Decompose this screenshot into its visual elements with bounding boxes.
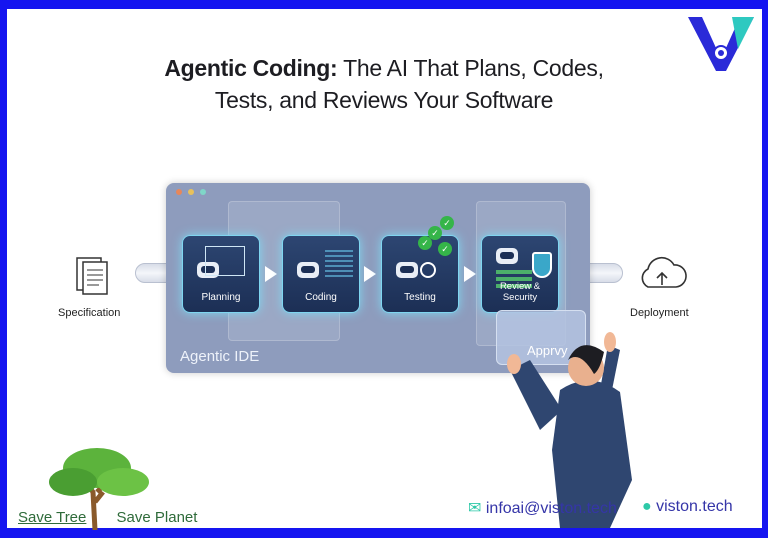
window-dot-yellow [188, 189, 194, 195]
check-icon: ✓ [428, 226, 442, 240]
stage-planning: Planning [182, 235, 260, 313]
save-tree-text: Save Tree [18, 509, 87, 526]
stage-label: Testing [404, 292, 436, 303]
arrow-icon [364, 266, 376, 282]
stage-coding: Coding [282, 235, 360, 313]
bricks-icon [496, 270, 532, 290]
window-dot-green [200, 189, 206, 195]
page-title: Agentic Coding: The AI That Plans, Codes… [0, 52, 768, 116]
document-icon [76, 257, 108, 295]
arrow-icon [265, 266, 277, 282]
title-line1: The AI That Plans, Codes, [337, 55, 604, 81]
check-icon: ✓ [438, 242, 452, 256]
check-icon: ✓ [418, 236, 432, 250]
approve-label: Apprvy [527, 343, 568, 358]
window-dot-red [176, 189, 182, 195]
arrow-icon [464, 266, 476, 282]
viston-logo [688, 17, 754, 71]
blueprint-grid [205, 246, 245, 276]
code-lines [325, 250, 353, 278]
robot-shield-icon [496, 248, 518, 264]
ide-label: Agentic IDE [180, 348, 260, 365]
save-planet-text: Save Planet [116, 509, 198, 526]
email-text[interactable]: infoai@viston.tech [485, 500, 617, 517]
magnifier-icon [420, 262, 436, 278]
title-line2: Tests, and Reviews Your Software [214, 87, 554, 113]
specification-label: Specification [58, 307, 121, 319]
email-contact[interactable]: ✉ infoai@viston.tech [468, 498, 617, 518]
stage-review-security: Review & Security [481, 235, 559, 313]
robot-code-icon [297, 262, 319, 278]
stage-label: Planning [201, 292, 241, 303]
stage-label: Coding [305, 292, 337, 303]
website-text[interactable]: viston.tech [656, 498, 733, 515]
robot-magnifier-icon [396, 262, 418, 278]
robot-blueprint-icon [197, 262, 219, 278]
businessman-figure [507, 332, 632, 528]
shield-icon [532, 252, 552, 278]
cloud-upload-icon [641, 256, 687, 288]
check-icon: ✓ [440, 216, 454, 230]
mail-icon: ✉ [468, 500, 482, 517]
globe-icon: ● [642, 498, 652, 515]
deployment-label: Deployment [630, 307, 689, 319]
tree-illustration [49, 448, 149, 530]
footer-slogan: Save Tree Save Planet [18, 509, 197, 526]
stage-label: Review & Security [499, 281, 541, 303]
website-contact[interactable]: ● viston.tech [642, 498, 733, 516]
title-bold: Agentic Coding: [164, 55, 338, 81]
